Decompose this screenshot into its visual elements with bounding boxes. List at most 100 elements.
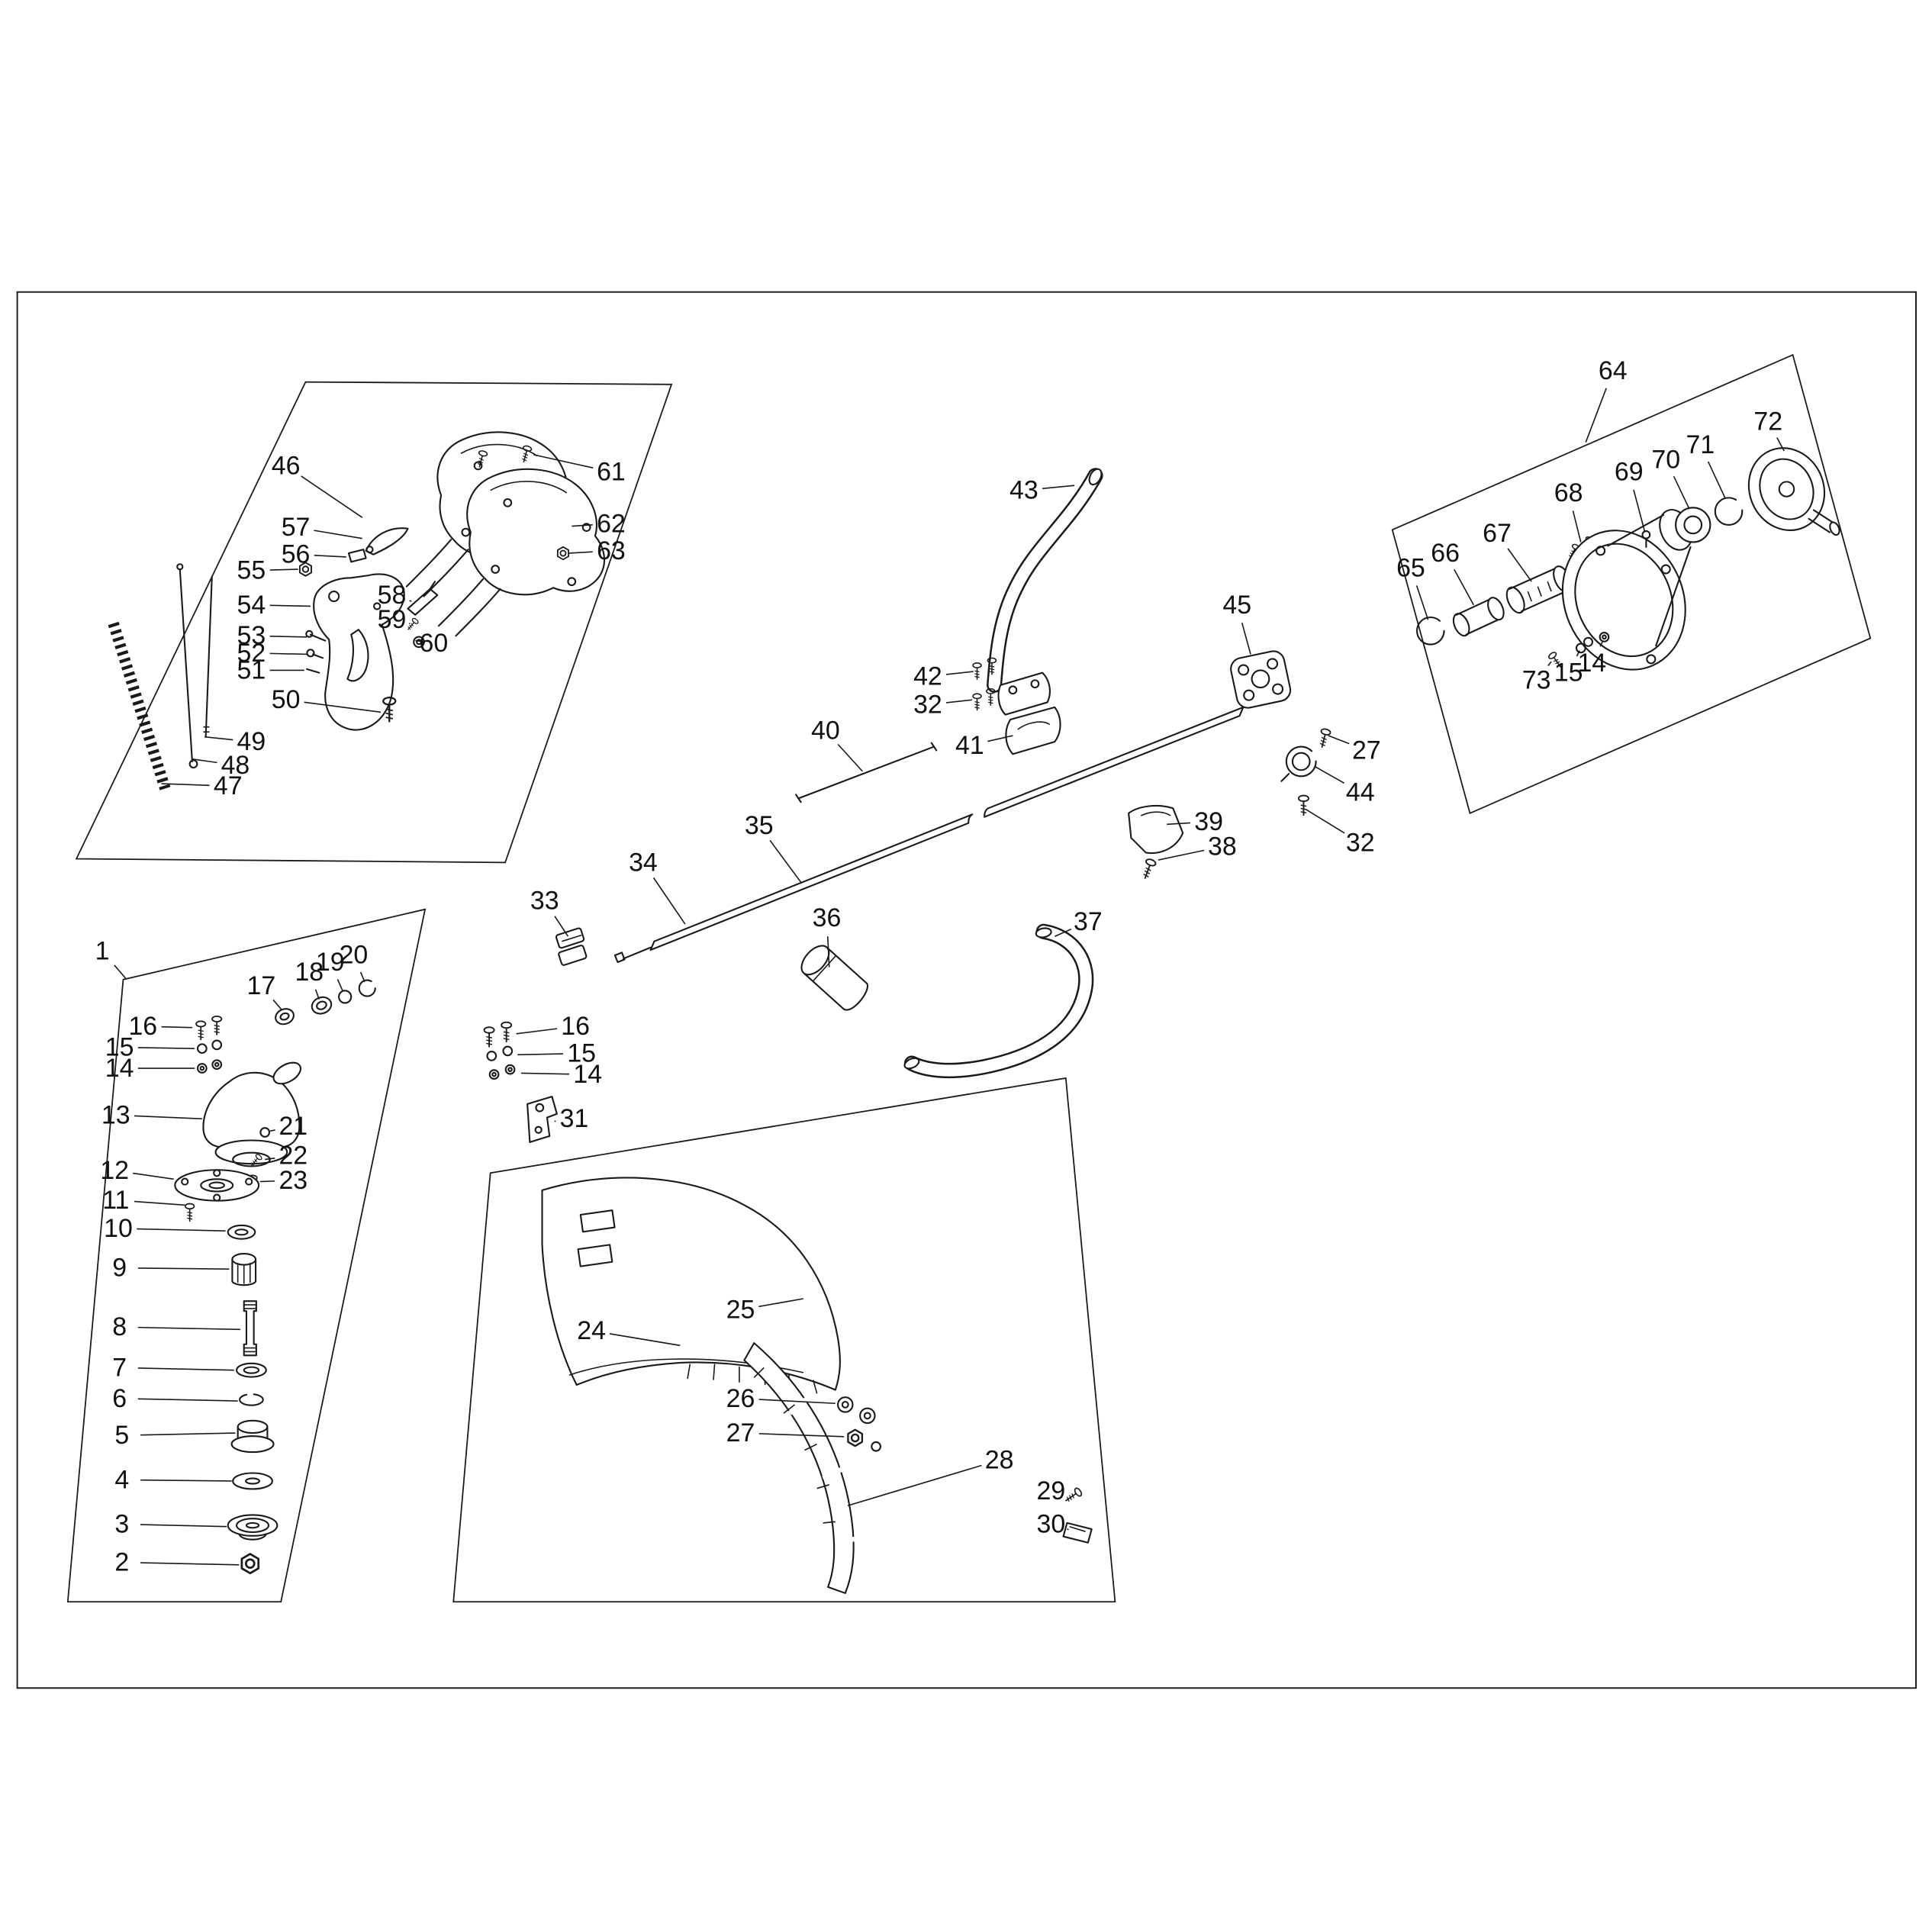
snap-ring-71 — [1714, 497, 1744, 526]
clutch-drum-sleeve-67 — [1505, 565, 1573, 614]
shaft-clamp-ring — [1285, 745, 1317, 778]
part-label-14: 14 — [105, 1054, 134, 1083]
part-label-22: 22 — [279, 1141, 308, 1170]
leader-line-18 — [314, 989, 320, 1000]
part-label-68: 68 — [1554, 478, 1583, 507]
leader-line-14 — [1599, 640, 1604, 647]
part-label-66: 66 — [1431, 539, 1460, 568]
clutch-housing-assembly-box — [1391, 353, 1872, 814]
part-label-21: 21 — [279, 1112, 308, 1141]
part-label-19: 19 — [316, 948, 345, 977]
leader-line-72 — [1776, 437, 1785, 452]
guard-assembly — [541, 1177, 1093, 1594]
leader-line-45 — [1241, 623, 1251, 655]
leader-line-25 — [758, 1298, 803, 1308]
part-label-65: 65 — [1396, 553, 1425, 582]
gear-head-assembly-box — [66, 908, 427, 1603]
leader-line-2 — [140, 1562, 240, 1566]
leader-line-22 — [265, 1158, 275, 1161]
part-label-20: 20 — [340, 940, 369, 969]
part-label-15: 15 — [1554, 658, 1583, 687]
leader-line-46 — [301, 475, 363, 518]
leader-line-67 — [1507, 548, 1532, 582]
throttle-handle-assembly — [108, 431, 606, 791]
part-label-63: 63 — [597, 536, 626, 565]
part-label-29: 29 — [1037, 1476, 1066, 1505]
leader-line-14 — [521, 1072, 570, 1075]
part-label-16: 16 — [128, 1012, 157, 1041]
leader-line-11 — [134, 1200, 185, 1206]
part-label-26: 26 — [726, 1384, 755, 1413]
part-label-41: 41 — [955, 731, 984, 760]
part-label-55: 55 — [237, 556, 266, 585]
leader-line-71 — [1707, 461, 1726, 498]
bearing-10 — [227, 1224, 256, 1240]
leader-line-30 — [1067, 1528, 1069, 1531]
leader-line-66 — [1454, 568, 1475, 606]
part-label-1: 1 — [95, 937, 110, 966]
handlebar-tube-left — [903, 923, 1094, 1079]
leader-line-32 — [945, 699, 973, 704]
part-label-27: 27 — [1352, 736, 1381, 765]
leader-line-23 — [259, 1180, 275, 1183]
leader-line-1 — [114, 964, 127, 979]
part-label-15: 15 — [105, 1033, 134, 1062]
leader-line-54 — [269, 604, 311, 607]
leader-line-15 — [1576, 650, 1580, 657]
leader-line-39 — [1167, 822, 1190, 826]
part-label-59: 59 — [378, 605, 407, 634]
screw-52 — [306, 649, 324, 659]
snap-ring-65 — [1415, 616, 1445, 646]
leader-line-26 — [758, 1399, 836, 1405]
leader-line-4 — [140, 1479, 232, 1482]
part-label-30: 30 — [1037, 1510, 1066, 1539]
part-label-71: 71 — [1686, 430, 1715, 459]
gear-head-assembly — [174, 979, 376, 1575]
part-label-47: 47 — [214, 771, 243, 800]
leader-line-40 — [837, 743, 863, 772]
lock-lever-58 — [407, 581, 439, 616]
leader-line-5 — [140, 1432, 236, 1436]
part-label-11: 11 — [102, 1186, 129, 1215]
part-label-16: 16 — [561, 1012, 590, 1041]
output-shaft-8 — [243, 1300, 257, 1357]
part-label-14: 14 — [1577, 649, 1606, 678]
mount-bracket-31 — [526, 1096, 558, 1143]
guard-mount-fasteners — [483, 1021, 558, 1143]
leader-line-34 — [652, 877, 686, 925]
part-label-37: 37 — [1074, 907, 1103, 936]
part-label-38: 38 — [1208, 832, 1237, 861]
bearing-7 — [235, 1362, 267, 1378]
leader-line-52 — [269, 652, 308, 655]
handlebar-clamp — [972, 657, 1061, 755]
blade-limiter-plate-30 — [1062, 1521, 1093, 1544]
part-label-70: 70 — [1651, 445, 1680, 474]
front-grip — [800, 945, 869, 1011]
part-label-4: 4 — [114, 1465, 129, 1494]
leader-line-48 — [192, 758, 217, 764]
throttle-lever-57 — [365, 527, 409, 555]
leader-line-17 — [272, 999, 283, 1011]
assembly-boxes — [66, 353, 1872, 1603]
leader-line-36 — [826, 936, 830, 968]
part-label-60: 60 — [420, 629, 449, 658]
part-label-33: 33 — [530, 886, 559, 915]
part-label-67: 67 — [1483, 519, 1512, 548]
leader-line-68 — [1572, 510, 1582, 543]
spool-cap-3 — [227, 1514, 279, 1541]
guard-shield-25 — [541, 1177, 841, 1394]
handlebar-tube-right — [987, 468, 1103, 693]
pin-53 — [305, 630, 327, 642]
leader-line-42 — [945, 671, 974, 675]
leader-line-16 — [516, 1028, 558, 1035]
part-label-6: 6 — [112, 1384, 127, 1413]
leader-line-65 — [1415, 585, 1429, 620]
part-label-8: 8 — [112, 1312, 127, 1341]
clutch-drum-72 — [1747, 447, 1840, 536]
part-label-17: 17 — [246, 971, 275, 1000]
part-label-57: 57 — [282, 513, 311, 542]
leader-line-27 — [758, 1433, 845, 1438]
part-label-10: 10 — [104, 1214, 133, 1243]
part-label-12: 12 — [100, 1156, 129, 1185]
